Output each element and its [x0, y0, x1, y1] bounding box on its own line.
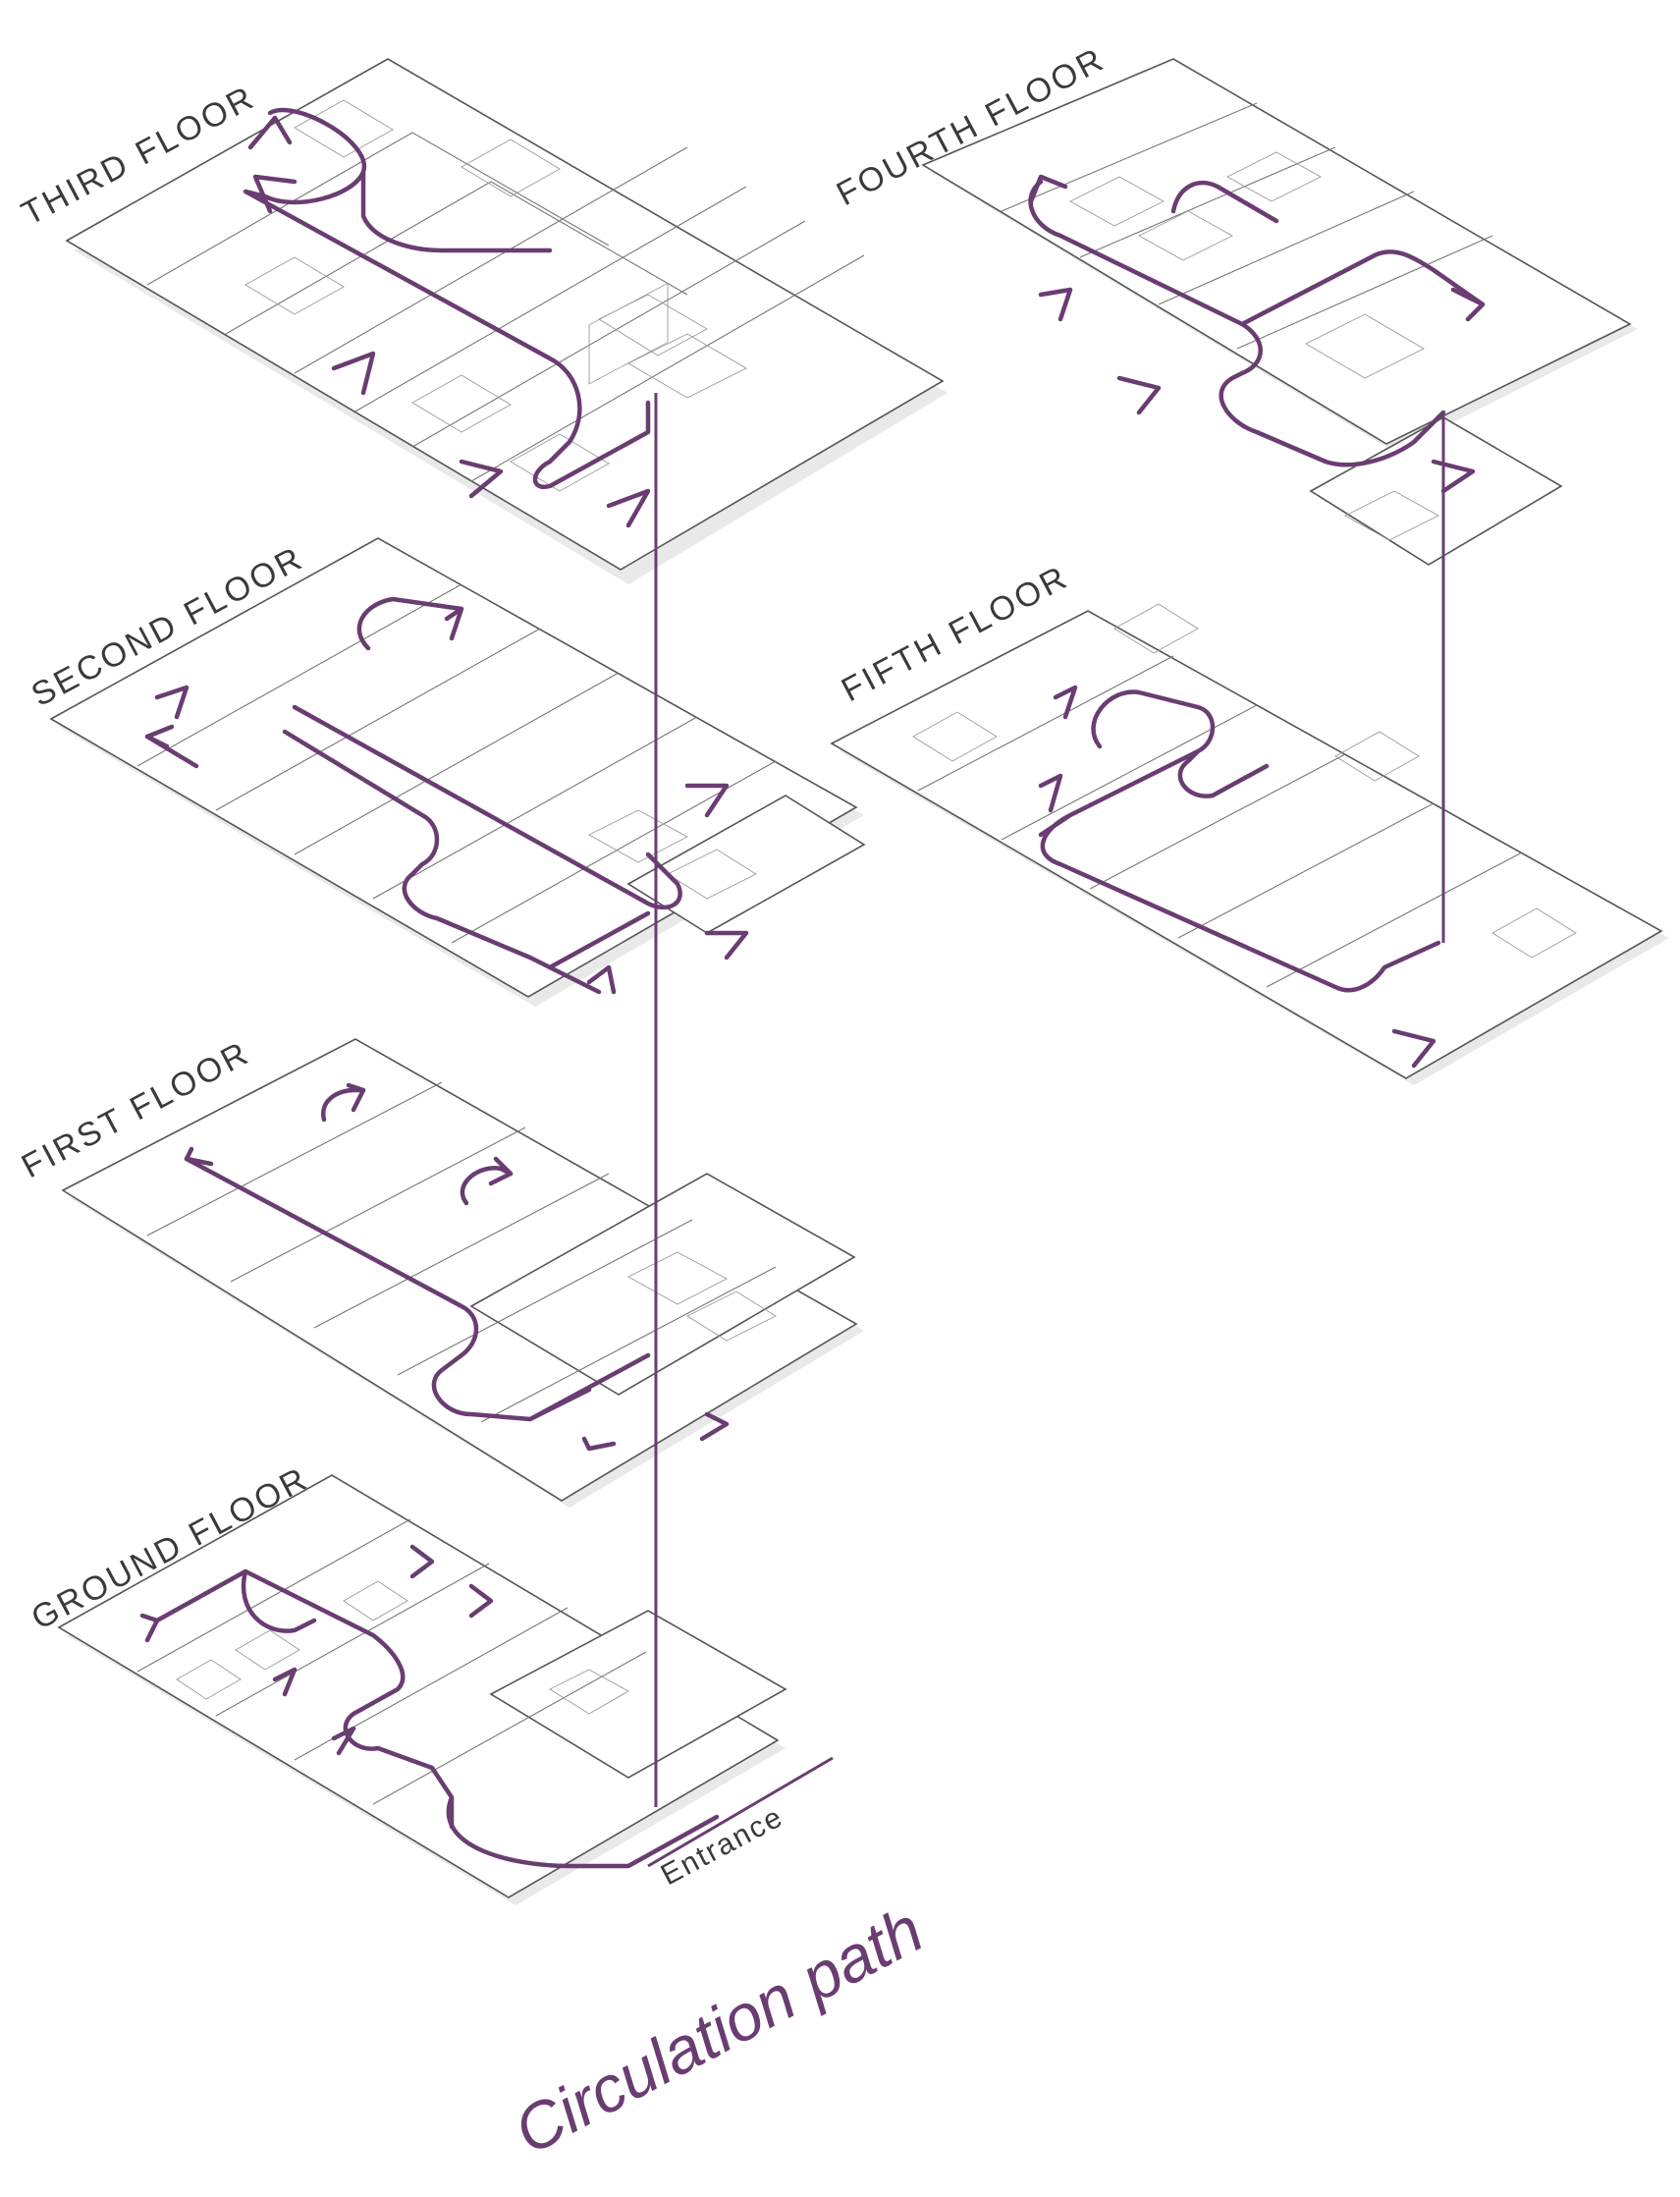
diagram-title: Circulation path — [503, 1893, 935, 2169]
fifth-floor-plan — [830, 603, 1669, 1085]
first-floor-plan — [61, 1038, 864, 1508]
second-floor-path — [144, 596, 682, 995]
third-floor-plan — [65, 58, 948, 584]
third-floor-path — [243, 107, 651, 490]
ground-floor-path — [154, 1568, 720, 1869]
fourth-floor-path — [1028, 179, 1486, 467]
entrance-label: Entrance — [656, 1800, 789, 1892]
fourth-floor-plan — [921, 58, 1638, 566]
entrance-marker-line — [647, 1756, 834, 1868]
first-floor-path — [184, 1087, 651, 1422]
ground-floor-plan — [57, 1474, 787, 1905]
fifth-floor-path — [1038, 689, 1441, 993]
